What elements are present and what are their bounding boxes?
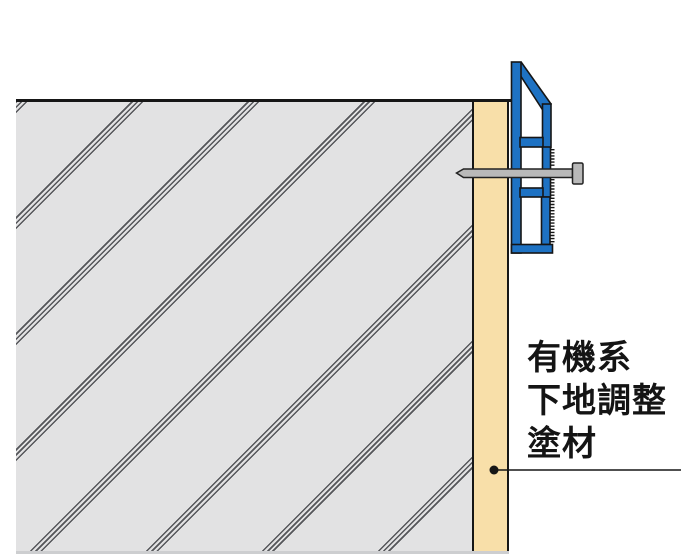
bracket-bar-upper	[519, 136, 544, 148]
leader-line	[489, 465, 681, 475]
coating-label-line1: 有機系	[527, 339, 632, 377]
bracket-right-wall-top	[541, 103, 552, 149]
concrete-wall-hatched	[16, 101, 474, 552]
base-adjustment-coating-layer	[474, 101, 509, 552]
bracket-right-wall-low	[540, 196, 551, 246]
screw-head	[571, 162, 584, 185]
bracket-right-wall-mid	[541, 146, 552, 198]
coating-label-line3: 塗材	[527, 425, 597, 463]
coating-label-line2: 下地調整	[527, 382, 667, 420]
wall-bottom-cut-edge	[16, 551, 509, 554]
bracket-bar-lower	[519, 187, 544, 198]
bracket-bottom-flange	[510, 243, 554, 254]
furring-bracket	[510, 61, 555, 254]
bracket-top-slant	[510, 61, 553, 112]
wall-top-edge-line	[16, 99, 512, 102]
bracket-left-wall	[510, 61, 522, 254]
coating-label: 有機系 下地調整 塗材	[527, 337, 667, 466]
